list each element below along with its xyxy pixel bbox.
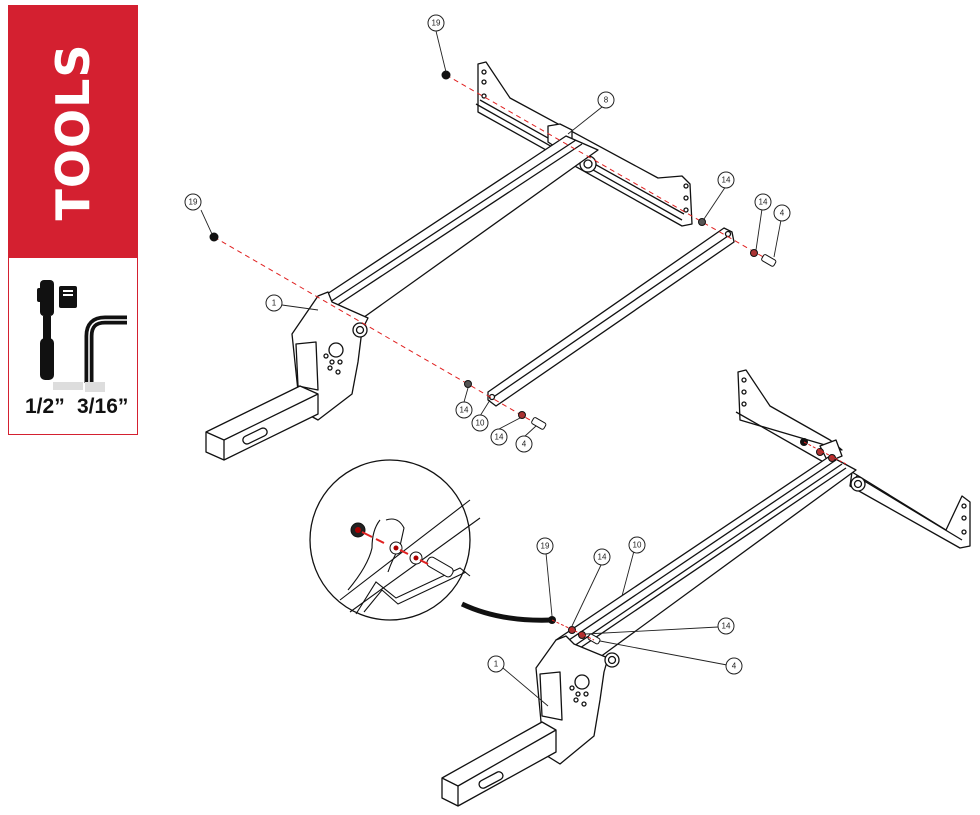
svg-text:14: 14	[460, 406, 469, 415]
svg-text:4: 4	[780, 209, 785, 218]
hex-key-size-label: 3/16”	[77, 395, 129, 418]
upper-link-bar	[487, 227, 735, 407]
svg-text:8: 8	[604, 96, 609, 105]
callout-10: 10	[628, 536, 646, 554]
svg-text:19: 19	[189, 198, 198, 207]
svg-text:14: 14	[598, 553, 607, 562]
callout-10: 10	[471, 414, 489, 432]
callout-19: 19	[184, 193, 202, 211]
callout-14: 14	[717, 171, 735, 189]
washer-14	[464, 380, 472, 388]
upper-hardware	[209, 70, 777, 430]
upper-assembly	[205, 61, 735, 461]
locknut-19-left	[209, 232, 219, 242]
svg-text:1: 1	[272, 299, 277, 308]
svg-text:14: 14	[722, 622, 731, 631]
callout-14: 14	[593, 548, 611, 566]
lower-callouts	[502, 550, 728, 707]
svg-text:14: 14	[722, 176, 731, 185]
callout-14: 14	[455, 401, 473, 419]
svg-text:10: 10	[633, 541, 642, 550]
svg-text:4: 4	[522, 440, 527, 449]
upper-callout-labels: 19 19 8 14 14 4 1 14 10 14 4	[184, 14, 791, 453]
upper-callouts	[200, 30, 782, 438]
callout-4: 4	[515, 435, 533, 453]
callout-4: 4	[773, 204, 791, 222]
callout-14: 14	[717, 617, 735, 635]
svg-text:1: 1	[494, 660, 499, 669]
washer-14	[750, 249, 758, 257]
svg-text:14: 14	[759, 198, 768, 207]
lower-side-rail	[555, 455, 857, 661]
ratchet-icon	[37, 280, 83, 390]
svg-text:14: 14	[495, 433, 504, 442]
upper-explode-lines	[213, 74, 773, 428]
lower-callout-labels: 19 14 10 14 4 1	[487, 536, 743, 675]
washer-14	[698, 218, 706, 226]
washer-14	[518, 411, 526, 419]
bolt-4	[761, 254, 777, 267]
callout-14: 14	[754, 193, 772, 211]
svg-text:19: 19	[432, 19, 441, 28]
svg-text:10: 10	[476, 419, 485, 428]
callout-4: 4	[725, 657, 743, 675]
callout-8: 8	[597, 91, 615, 109]
callout-14: 14	[490, 428, 508, 446]
detail-magnifier	[309, 459, 553, 623]
bolt-4	[531, 417, 547, 430]
tools-header: TOOLS	[9, 6, 137, 258]
locknut-19-top	[441, 70, 451, 80]
upper-side-rail	[317, 135, 599, 321]
callout-19: 19	[536, 537, 554, 555]
ratchet-size-label: 1/2”	[25, 395, 65, 418]
lower-assembly	[441, 369, 971, 807]
svg-text:4: 4	[732, 662, 737, 671]
callout-1: 1	[265, 294, 283, 312]
callout-1: 1	[487, 655, 505, 673]
upper-hitch-bracket	[205, 291, 369, 461]
lower-hardware	[548, 438, 847, 645]
tools-body: 1/2” 3/16”	[9, 258, 137, 434]
tools-panel: TOOLS 1/2” 3/16”	[8, 5, 138, 435]
lower-crossbar	[735, 369, 971, 549]
callout-19: 19	[427, 14, 445, 32]
svg-text:19: 19	[541, 542, 550, 551]
lower-hitch-bracket	[441, 635, 620, 807]
hex-key-icon	[84, 315, 127, 392]
